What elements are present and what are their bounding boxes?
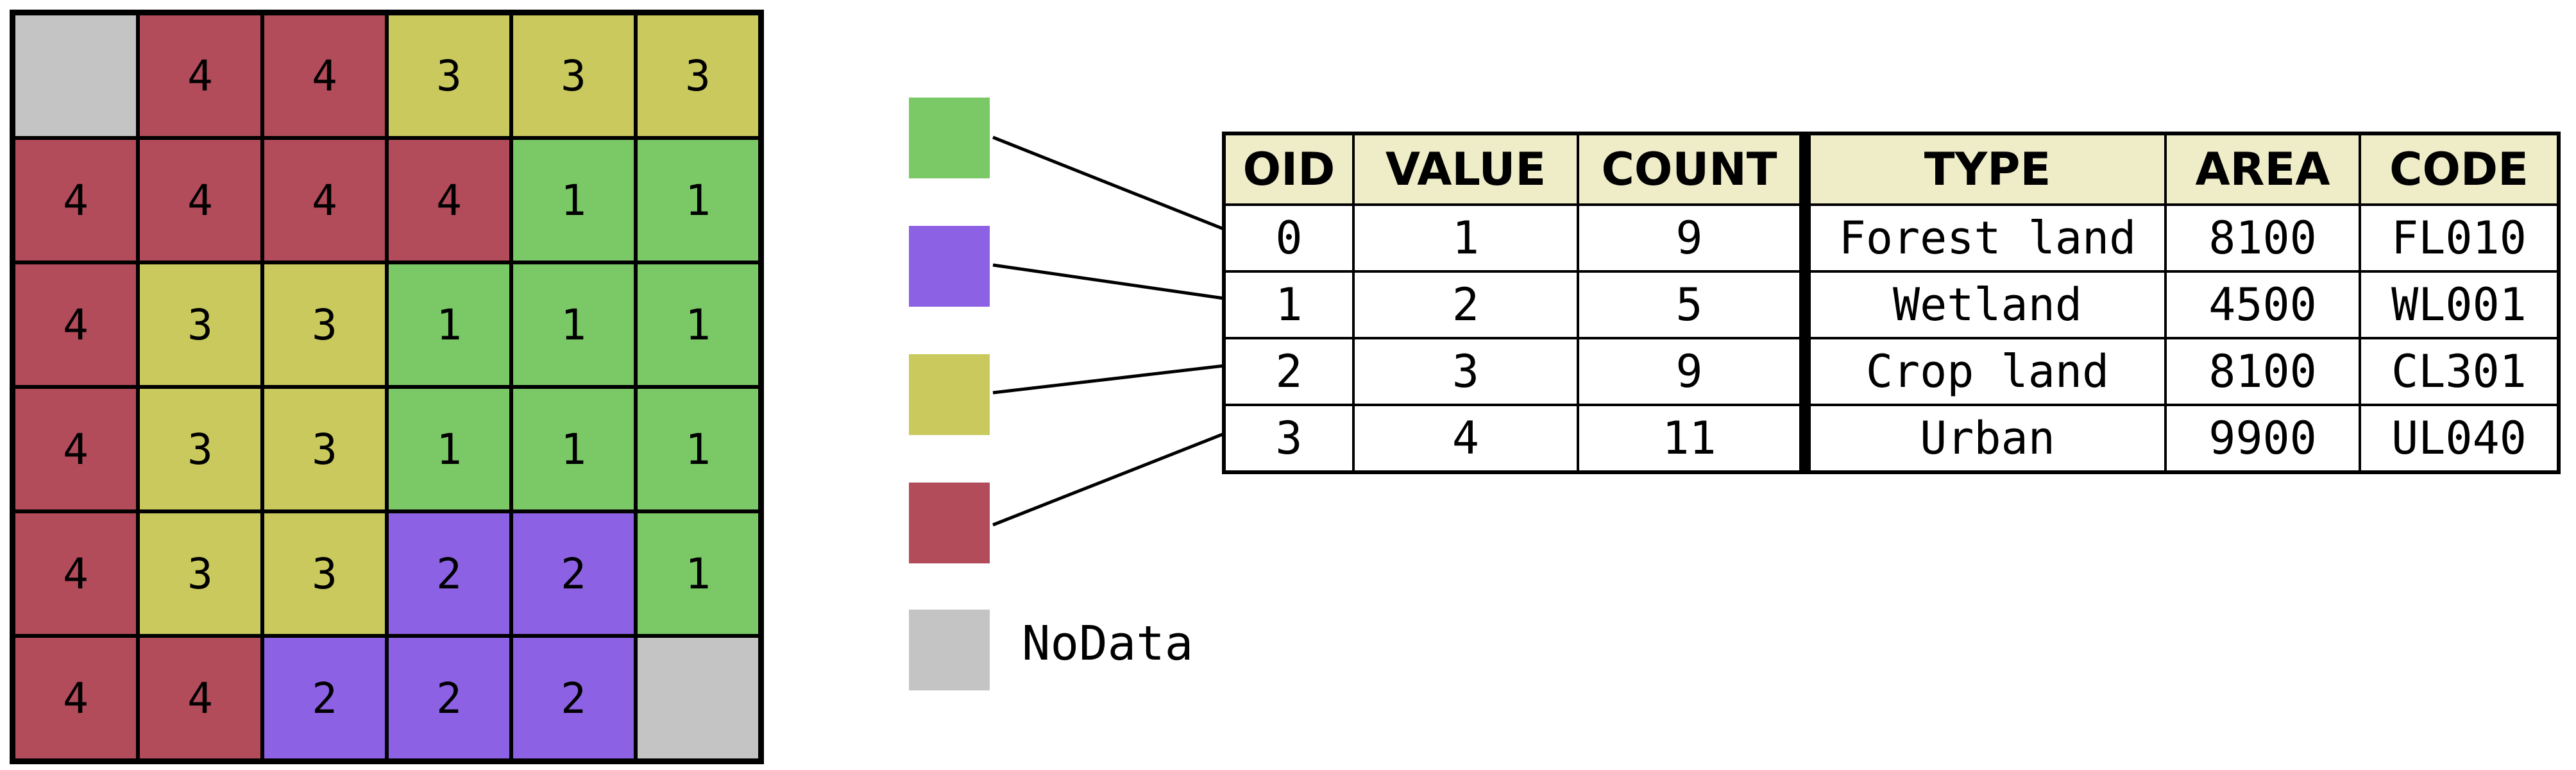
raster-cell: 4 — [13, 387, 138, 511]
raster-cell: 4 — [138, 138, 262, 262]
raster-cell: 3 — [138, 262, 262, 387]
raster-cell: 1 — [387, 387, 511, 511]
raster-cell: 2 — [511, 636, 636, 760]
legend-swatch-value-2 — [909, 226, 990, 307]
cell-code: FL010 — [2359, 203, 2560, 273]
cell-type: Forest land — [1799, 203, 2167, 273]
raster-cell: 1 — [636, 511, 760, 636]
cell-area: 8100 — [2164, 337, 2361, 406]
column-header-type: TYPE — [1799, 132, 2167, 206]
raster-cell: 3 — [138, 387, 262, 511]
legend-swatch-value-3 — [909, 354, 990, 435]
cell-type: Wetland — [1799, 270, 2167, 339]
raster-cell: 4 — [13, 138, 138, 262]
table-header-row: OID VALUE COUNT TYPE AREA CODE — [1223, 132, 2560, 206]
raster-cell: 4 — [138, 13, 262, 138]
raster-cell: 3 — [636, 13, 760, 138]
raster-cell: 3 — [262, 262, 387, 387]
raster-cell: 3 — [138, 511, 262, 636]
cell-oid: 1 — [1223, 270, 1355, 339]
column-header-oid: OID — [1223, 132, 1355, 206]
cell-oid: 0 — [1223, 203, 1355, 273]
cell-code: WL001 — [2359, 270, 2560, 339]
raster-cell: 1 — [636, 262, 760, 387]
raster-cell: 2 — [511, 511, 636, 636]
raster-cell: 2 — [387, 636, 511, 760]
cell-count: 11 — [1577, 404, 1806, 474]
legend-swatch-value-4 — [909, 483, 990, 563]
raster-cell: 4 — [13, 511, 138, 636]
raster-cell: 4 — [387, 138, 511, 262]
table-row: 2 3 9 Crop land 8100 CL301 — [1223, 337, 2560, 406]
cell-area: 9900 — [2164, 404, 2361, 474]
raster-cell: 1 — [387, 262, 511, 387]
column-header-value: VALUE — [1352, 132, 1579, 206]
table-row: 3 4 11 Urban 9900 UL040 — [1223, 404, 2560, 474]
leader-line-value-1 — [992, 135, 1224, 231]
leader-line-value-4 — [992, 432, 1224, 527]
attribute-table: OID VALUE COUNT TYPE AREA CODE 0 1 9 For… — [1222, 132, 2561, 474]
raster-cell: 1 — [636, 387, 760, 511]
raster-cell: 3 — [262, 387, 387, 511]
column-header-count: COUNT — [1577, 132, 1806, 206]
legend-swatch-nodata — [909, 610, 990, 690]
leader-line-value-3 — [992, 364, 1224, 395]
cell-type: Crop land — [1799, 337, 2167, 406]
cell-value: 2 — [1352, 270, 1579, 339]
raster-cell-nodata — [13, 13, 138, 138]
raster-cell: 4 — [262, 13, 387, 138]
column-header-area: AREA — [2164, 132, 2361, 206]
cell-area: 8100 — [2164, 203, 2361, 273]
raster-cell: 4 — [138, 636, 262, 760]
cell-value: 3 — [1352, 337, 1579, 406]
cell-area: 4500 — [2164, 270, 2361, 339]
raster-cell: 3 — [387, 13, 511, 138]
raster-cell: 4 — [262, 138, 387, 262]
cell-code: UL040 — [2359, 404, 2560, 474]
raster-cell: 4 — [13, 262, 138, 387]
raster-cell: 1 — [511, 138, 636, 262]
raster-cell: 1 — [511, 262, 636, 387]
raster-cell: 2 — [262, 636, 387, 760]
cell-oid: 2 — [1223, 337, 1355, 406]
cell-count: 9 — [1577, 203, 1806, 273]
cell-count: 5 — [1577, 270, 1806, 339]
cell-value: 1 — [1352, 203, 1579, 273]
table-row: 0 1 9 Forest land 8100 FL010 — [1223, 203, 2560, 273]
cell-code: CL301 — [2359, 337, 2560, 406]
cell-oid: 3 — [1223, 404, 1355, 474]
raster-cell: 4 — [13, 636, 138, 760]
raster-cell-nodata — [636, 636, 760, 760]
legend-swatch-value-1 — [909, 98, 990, 178]
leader-line-value-2 — [992, 263, 1224, 300]
legend-nodata-label: NoData — [1022, 616, 1194, 671]
raster-cell: 2 — [387, 511, 511, 636]
raster-cell: 1 — [636, 138, 760, 262]
cell-count: 9 — [1577, 337, 1806, 406]
table-row: 1 2 5 Wetland 4500 WL001 — [1223, 270, 2560, 339]
cell-value: 4 — [1352, 404, 1579, 474]
raster-cell: 1 — [511, 387, 636, 511]
raster-cell: 3 — [262, 511, 387, 636]
raster-cell: 3 — [511, 13, 636, 138]
cell-type: Urban — [1799, 404, 2167, 474]
column-header-code: CODE — [2359, 132, 2560, 206]
